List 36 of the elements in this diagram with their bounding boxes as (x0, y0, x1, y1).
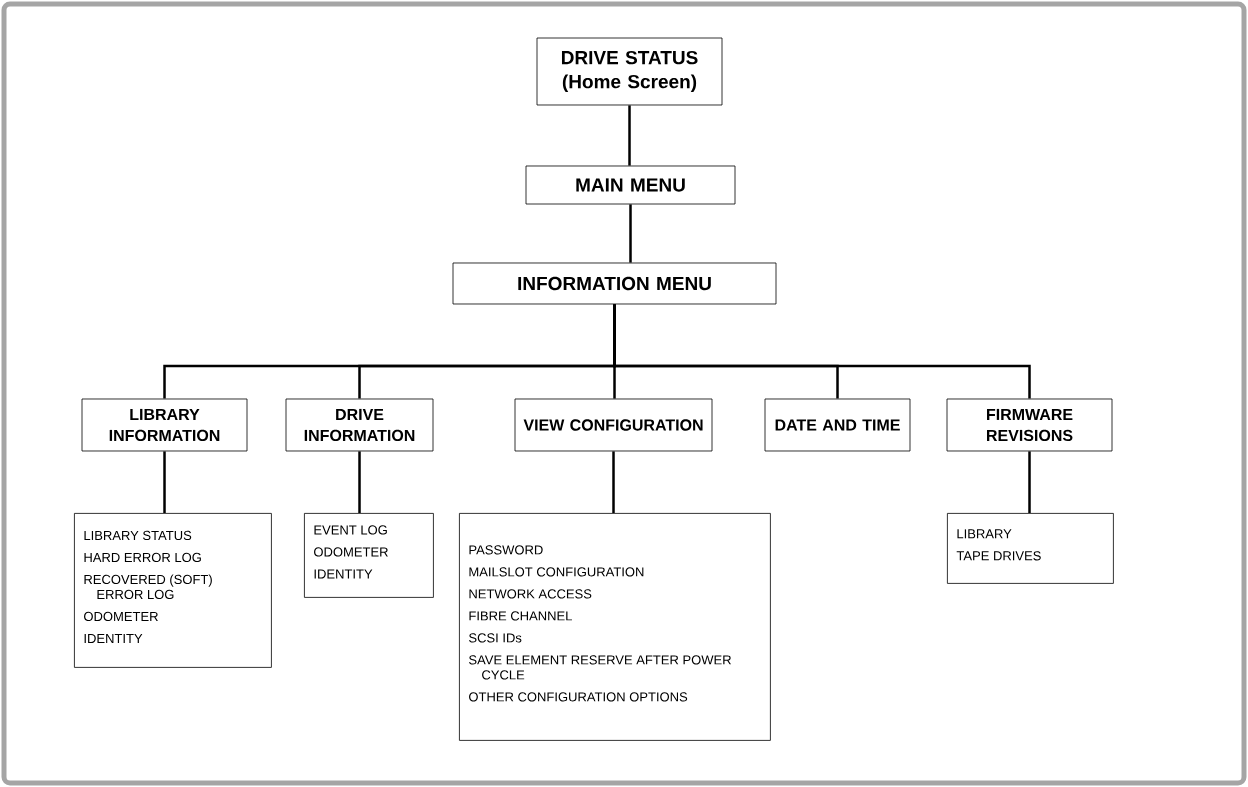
menu-item: SAVE ELEMENT RESERVE AFTER POWER CYCLE (469, 655, 731, 680)
menu-box: DATE AND TIME (764, 398, 911, 452)
menu-box: FIRMWARE REVISIONS (946, 398, 1113, 452)
connector-line (358, 451, 361, 513)
menu-item: IDENTITY (314, 569, 373, 579)
menu-item: EVENT LOG (314, 525, 387, 535)
menu-item: IDENTITY (84, 634, 143, 643)
menu-box: DRIVE INFORMATION (285, 398, 434, 452)
connector-line (163, 451, 166, 513)
menu-box: LIBRARY INFORMATION (81, 398, 248, 452)
menu-item: FIBRE CHANNEL (469, 611, 572, 621)
connector-line (629, 204, 632, 263)
menu-item: LIBRARY (957, 529, 1012, 539)
menu-box: VIEW CONFIGURATION (514, 398, 713, 452)
submenu-box (74, 513, 272, 668)
menu-item: RECOVERED (SOFT) ERROR LOG (84, 574, 212, 600)
menu-item: ODOMETER (314, 547, 388, 557)
menu-item: SCSI IDs (469, 633, 522, 643)
menu-item: HARD ERROR LOG (84, 552, 201, 563)
menu-item: ODOMETER (84, 611, 158, 622)
menu-item: PASSWORD (469, 545, 543, 555)
connector-line (613, 304, 1031, 399)
menu-item: LIBRARY STATUS (84, 530, 192, 541)
menu-box: MAIN MENU (525, 165, 736, 205)
menu-item: MAILSLOT CONFIGURATION (469, 567, 644, 577)
connector-line (628, 105, 631, 166)
menu-box: INFORMATION MENU (452, 262, 777, 305)
submenu-box (459, 513, 771, 741)
submenu-box (304, 513, 434, 598)
menu-box: DRIVE STATUS (Home Screen) (536, 37, 723, 106)
connector-line (1028, 451, 1031, 513)
menu-item: OTHER CONFIGURATION OPTIONS (469, 692, 688, 702)
menu-item: NETWORK ACCESS (469, 589, 592, 599)
menu-item: TAPE DRIVES (956, 551, 1041, 561)
connector-line (612, 451, 615, 513)
submenu-box (947, 513, 1114, 584)
